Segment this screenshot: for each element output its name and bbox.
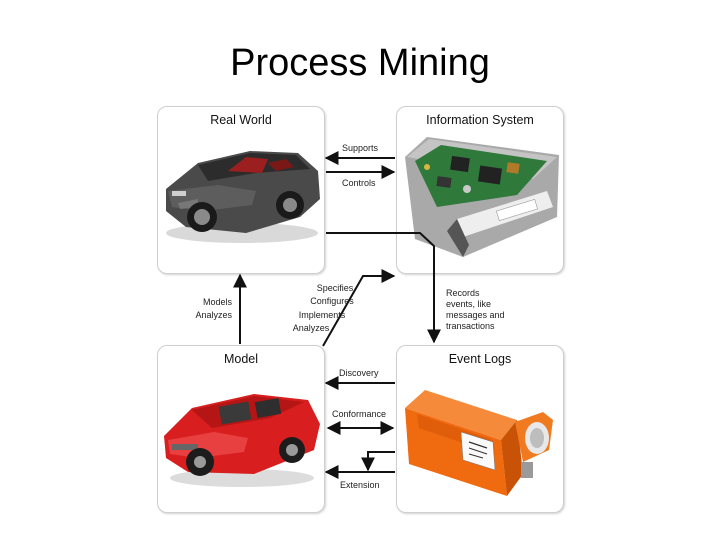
red-lego-car-image — [164, 394, 320, 487]
extension-arrow-down — [361, 451, 395, 472]
model-box: Model — [157, 345, 325, 513]
circuit-board-image — [405, 137, 559, 257]
analyzes-center-label: Analyzes — [292, 323, 330, 333]
slide-title: Process Mining — [230, 42, 490, 84]
event-logs-title: Event Logs — [448, 352, 512, 366]
analyzes-left-label: Analyzes — [195, 310, 232, 320]
information-system-title: Information System — [426, 113, 534, 127]
real-world-box: Real World — [157, 106, 325, 274]
conformance-label: Conformance — [332, 409, 387, 419]
discovery-label: Discovery — [339, 368, 379, 378]
records-label-2: events, like — [446, 299, 492, 309]
event-logs-box: Event Logs — [396, 345, 564, 513]
supports-label: Supports — [342, 143, 379, 153]
extension-label: Extension — [340, 480, 380, 490]
records-label-1: Records — [446, 288, 480, 298]
gray-sports-car-image — [166, 151, 320, 243]
model-title: Model — [223, 352, 259, 366]
controls-label: Controls — [342, 178, 376, 188]
real-world-title: Real World — [210, 113, 272, 127]
information-system-box: Information System — [396, 106, 564, 274]
records-label-3: messages and — [446, 310, 505, 320]
models-label: Models — [202, 297, 232, 307]
flight-recorder-image — [405, 390, 553, 496]
specifies-label: Specifies — [316, 283, 354, 293]
records-label-4: transactions — [446, 321, 495, 331]
implements-label: Implements — [298, 310, 346, 320]
configures-label: Configures — [310, 296, 354, 306]
